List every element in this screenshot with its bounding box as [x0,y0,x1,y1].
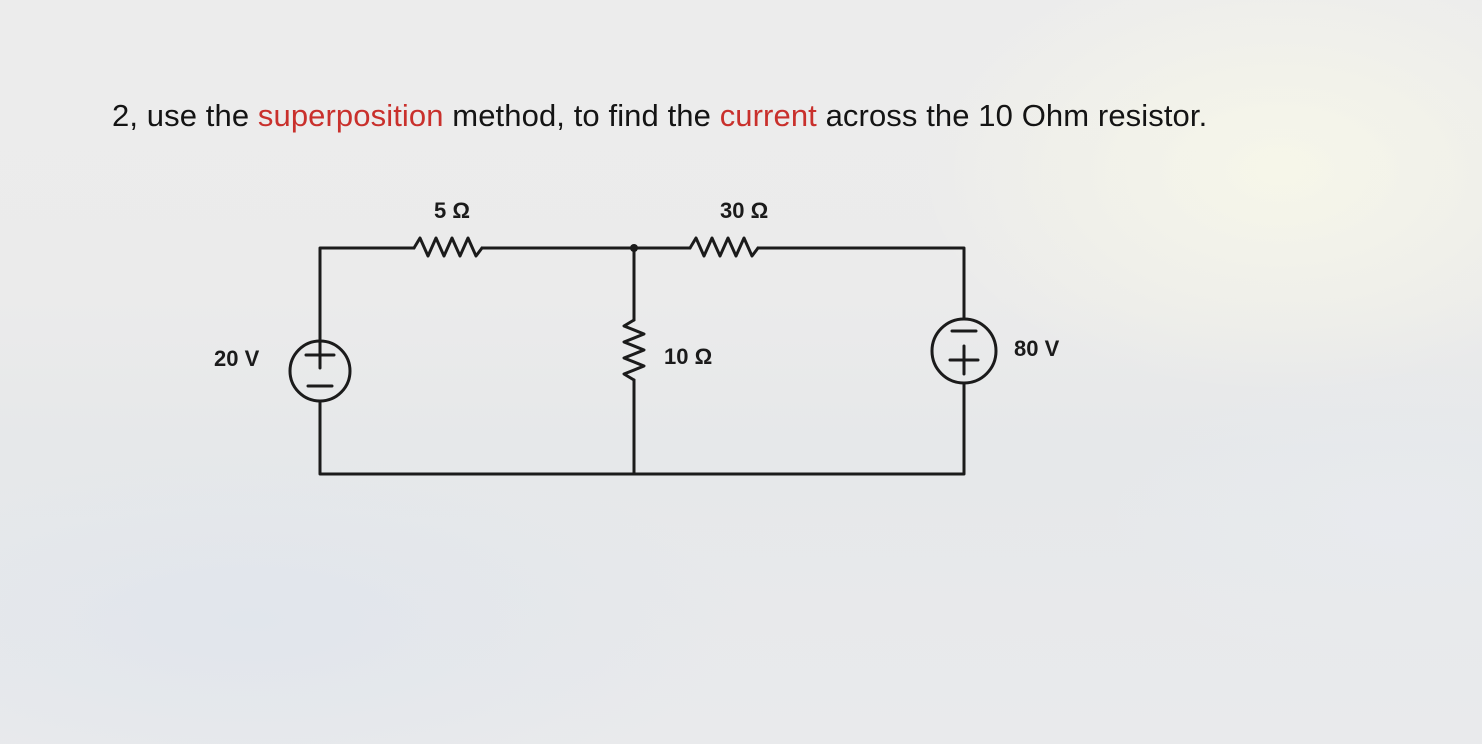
source-80v-circle [930,317,998,385]
wire-left-top [318,246,416,342]
question-text: 2, use the superposition method, to find… [112,98,1207,134]
plus-icon [304,340,336,370]
keyword-superposition: superposition [257,98,444,133]
resistor-10-ohm [622,318,646,382]
label-5-ohm: 5 Ω [434,198,470,223]
plus-icon [948,344,980,376]
label-80-volt: 80 V [1014,336,1060,361]
question-lead: 2, use the [112,98,258,133]
resistor-5-ohm [412,236,484,258]
keyword-current: current [719,98,817,133]
wire-right-top [756,246,966,320]
wire-left-bottom [318,400,636,476]
label-20-volt: 20 V [214,346,260,371]
question-tail: across the 10 Ohm resistor. [816,98,1208,133]
label-30-ohm: 30 Ω [720,198,768,223]
resistor-30-ohm [688,236,760,258]
question-mid: method, to find the [443,98,720,133]
wire-right-bottom [632,382,966,476]
label-10-ohm: 10 Ω [664,344,712,369]
junction-node [630,244,638,252]
